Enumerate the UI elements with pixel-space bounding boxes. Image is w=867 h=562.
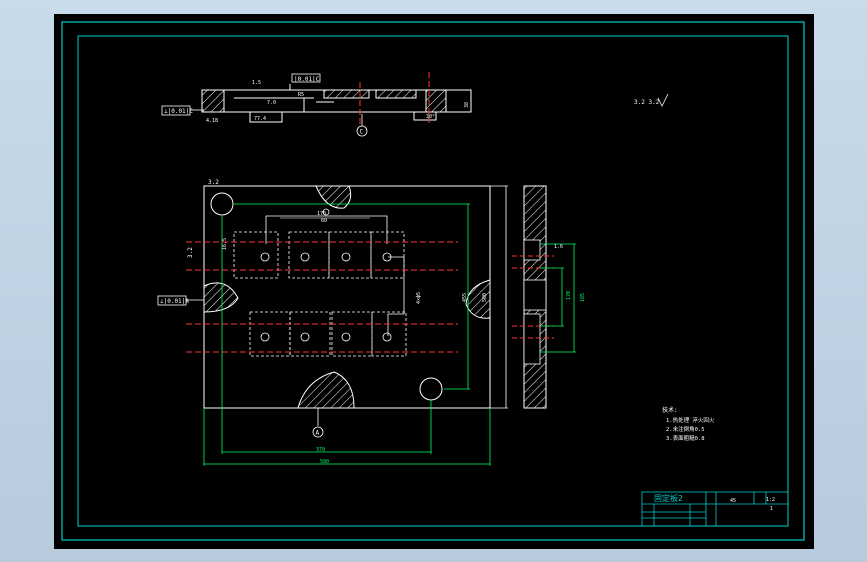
title-sheet: 1 [770, 506, 773, 512]
front-plate-view [186, 185, 508, 466]
datum-a-marker [312, 426, 324, 438]
top-dim-angle: 30° [426, 114, 435, 120]
front-dim-dia: 4×ф5 [416, 292, 422, 304]
front-gdt-label: ⊥|0.01|A [160, 298, 189, 305]
datum-c-label: C [360, 129, 364, 136]
title-code: 45 [730, 498, 736, 504]
roughness-note: 3.2 3.2 [634, 99, 660, 106]
drawing-canvas[interactable]: ⊥|0.01|C |0.01|C 77.4 4.18 1.5 7.0 30° 3… [54, 14, 814, 549]
title-part-name: 固定板2 [654, 493, 683, 503]
inner-border [77, 35, 789, 527]
front-gdt-frame: ⊥|0.01|A [157, 295, 204, 306]
corner-hole-top-left [210, 192, 234, 216]
notes-title: 技术: [662, 406, 678, 414]
title-scale: 1:2 [766, 497, 775, 503]
side-dim-right: 185 [580, 293, 586, 302]
top-dim-depth: 38 [464, 102, 470, 108]
notes-line-2: 2.未注倒角0.5 [666, 425, 705, 433]
side-dim-top: 1.6 [554, 244, 563, 250]
top-dim-left: 4.18 [206, 118, 218, 124]
notes-line-1: 1.热处理 淬火回火 [666, 416, 715, 424]
datum-a-label: A [316, 430, 320, 437]
side-section-view [512, 185, 576, 409]
front-dim-left: 16.5 [222, 238, 228, 250]
technical-notes: 技术: 1.热处理 淬火回火 2.未注倒角0.5 3.表面粗糙0.8 [662, 406, 715, 442]
corner-hole-bottom-right [419, 377, 443, 401]
front-dim-vertical2: 500 [482, 293, 488, 302]
front-dim-bottom-inner: 370 [316, 447, 325, 453]
top-dim-r: R5 [298, 92, 304, 98]
top-tol-label: |0.01|C [294, 76, 320, 83]
title-block [641, 491, 789, 527]
front-dim-vertical: 455 [462, 293, 468, 302]
datum-c-marker [356, 125, 368, 137]
roughness-symbol-icon [657, 93, 669, 107]
drawing-svg: ⊥|0.01|C |0.01|C 77.4 4.18 1.5 7.0 30° 3… [61, 21, 805, 541]
top-dim-mid: 7.0 [267, 100, 276, 106]
outer-border [61, 21, 805, 541]
front-roughness-top: 3.2 [208, 179, 219, 186]
top-gdt-label: ⊥|0.01|C [164, 108, 193, 115]
top-tol-frame: |0.01|C [291, 73, 321, 83]
top-gdt-frame: ⊥|0.01|C [161, 105, 204, 116]
front-dim-pitch: 170 [317, 211, 326, 217]
front-dim-top-b: 60 [321, 218, 327, 224]
top-section-view [201, 84, 472, 123]
top-dim-chamfer: 77.4 [254, 116, 266, 122]
notes-line-3: 3.表面粗糙0.8 [666, 434, 705, 442]
front-roughness-left: 3.2 [187, 247, 194, 258]
side-dim-mid: 170 [566, 291, 572, 300]
top-dim-small: 1.5 [252, 80, 261, 86]
front-dim-bottom-outer: 500 [320, 459, 329, 465]
